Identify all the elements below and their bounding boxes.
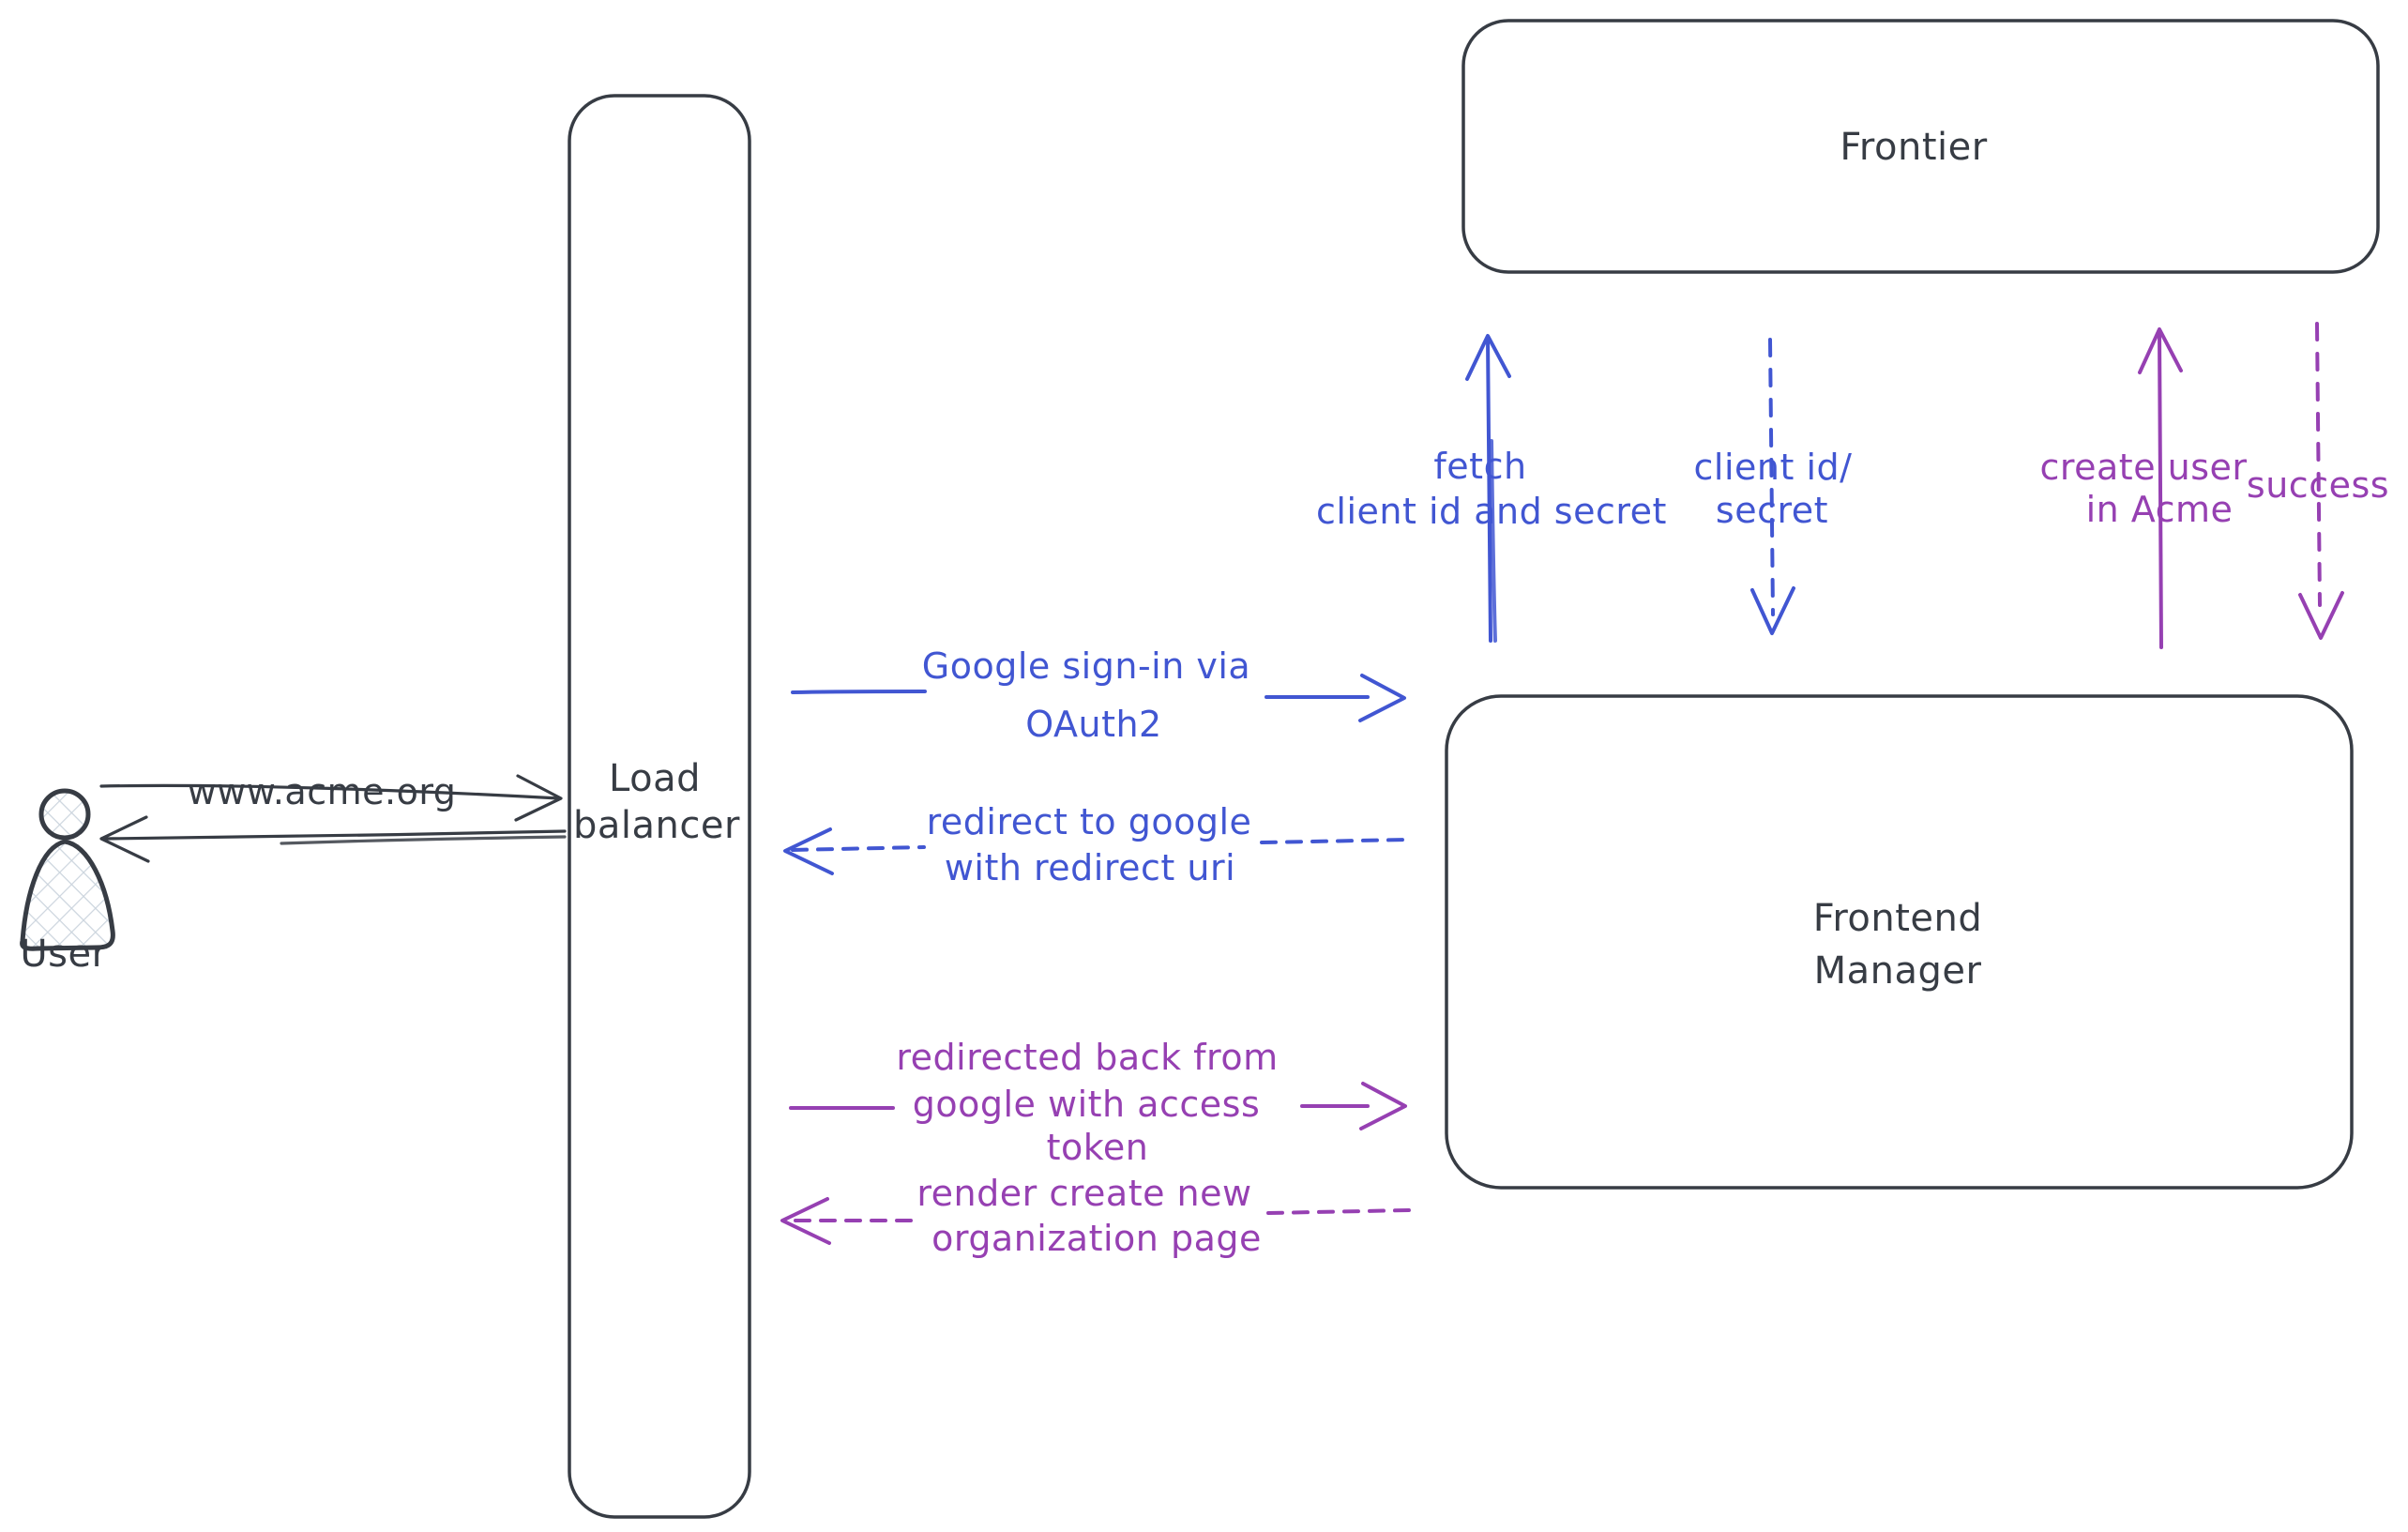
fetch-label-line2: client id and secret [1316, 491, 1667, 532]
redirect-label-line2: with redirect uri [945, 847, 1235, 888]
google-signin-line-left [791, 690, 927, 694]
success-line [2315, 322, 2322, 607]
edge-acme-response [99, 815, 567, 863]
load-balancer-label-line2: balancer [573, 804, 740, 847]
acme-response-line [103, 829, 567, 841]
client-id-label-line1: client id/ [1694, 447, 1853, 488]
redirect-line-left [791, 845, 926, 852]
redirected-back-label-line3: token [1047, 1127, 1149, 1168]
user-actor: User [20, 788, 115, 976]
edge-acme-request: www.acme.org [99, 771, 563, 822]
acme-request-line [99, 783, 561, 800]
edge-fetch-client-secret: fetch client id and secret [1316, 334, 1667, 643]
edge-redirect-to-google: redirect to google with redirect uri [783, 801, 1411, 888]
frontend-manager-label-line1: Frontend [1813, 897, 1983, 940]
render-page-arrowhead [780, 1197, 831, 1245]
redirected-back-arrowhead [1359, 1082, 1407, 1130]
frontier-box [1461, 19, 2380, 274]
fetch-label-line1: fetch [1433, 446, 1526, 487]
google-signin-arrowhead [1358, 674, 1406, 722]
edge-success: success [2247, 322, 2389, 640]
edge-render-org-page: render create new organization page [780, 1173, 1411, 1259]
node-load-balancer: Load balancer [568, 94, 751, 1519]
acme-response-line-sketch [280, 835, 567, 845]
render-page-line-right [1266, 1208, 1411, 1215]
acme-response-arrowhead [99, 815, 150, 863]
render-page-label-line2: organization page [931, 1218, 1262, 1259]
node-frontend-manager: Frontend Manager [1445, 694, 2354, 1190]
redirect-label-line1: redirect to google [927, 801, 1252, 842]
user-label: User [20, 933, 107, 976]
edge-client-id-secret: client id/ secret [1694, 338, 1853, 635]
client-id-label-line2: secret [1716, 490, 1828, 531]
fetch-arrowhead [1465, 334, 1511, 381]
google-signin-label-line2: OAuth2 [1025, 704, 1161, 745]
create-user-arrowhead [2138, 327, 2183, 374]
frontend-manager-label-line2: Manager [1814, 949, 1982, 993]
edge-redirected-back: redirected back from google with access … [789, 1037, 1407, 1168]
create-user-label-line1: create user [2039, 447, 2247, 488]
create-user-line [2158, 328, 2163, 649]
load-balancer-label-line1: Load [609, 757, 701, 800]
success-label: success [2247, 464, 2389, 506]
frontend-manager-box [1445, 694, 2354, 1190]
user-head [38, 788, 91, 841]
redirected-back-label-line2: google with access [913, 1084, 1261, 1125]
redirect-line-right [1260, 838, 1411, 844]
success-arrowhead [2298, 591, 2344, 640]
client-id-line [1768, 338, 1775, 616]
acme-request-label: www.acme.org [188, 771, 457, 812]
client-id-arrowhead [1750, 586, 1795, 635]
fetch-line-sketch [1490, 439, 1497, 643]
user-body [20, 839, 115, 951]
create-user-label-line2: in Acme [2086, 489, 2234, 530]
render-page-label-line1: render create new [916, 1173, 1251, 1214]
google-signin-label-line1: Google sign-in via [922, 645, 1250, 687]
acme-request-arrowhead [514, 774, 563, 822]
edge-create-user: create user in Acme [2039, 327, 2247, 649]
redirect-arrowhead [783, 827, 834, 875]
frontier-label: Frontier [1840, 126, 1987, 169]
fetch-line [1486, 336, 1492, 643]
load-balancer-box [568, 94, 751, 1519]
edge-google-signin: Google sign-in via OAuth2 [791, 645, 1406, 745]
node-frontier: Frontier [1461, 19, 2380, 274]
redirected-back-label-line1: redirected back from [896, 1037, 1278, 1078]
